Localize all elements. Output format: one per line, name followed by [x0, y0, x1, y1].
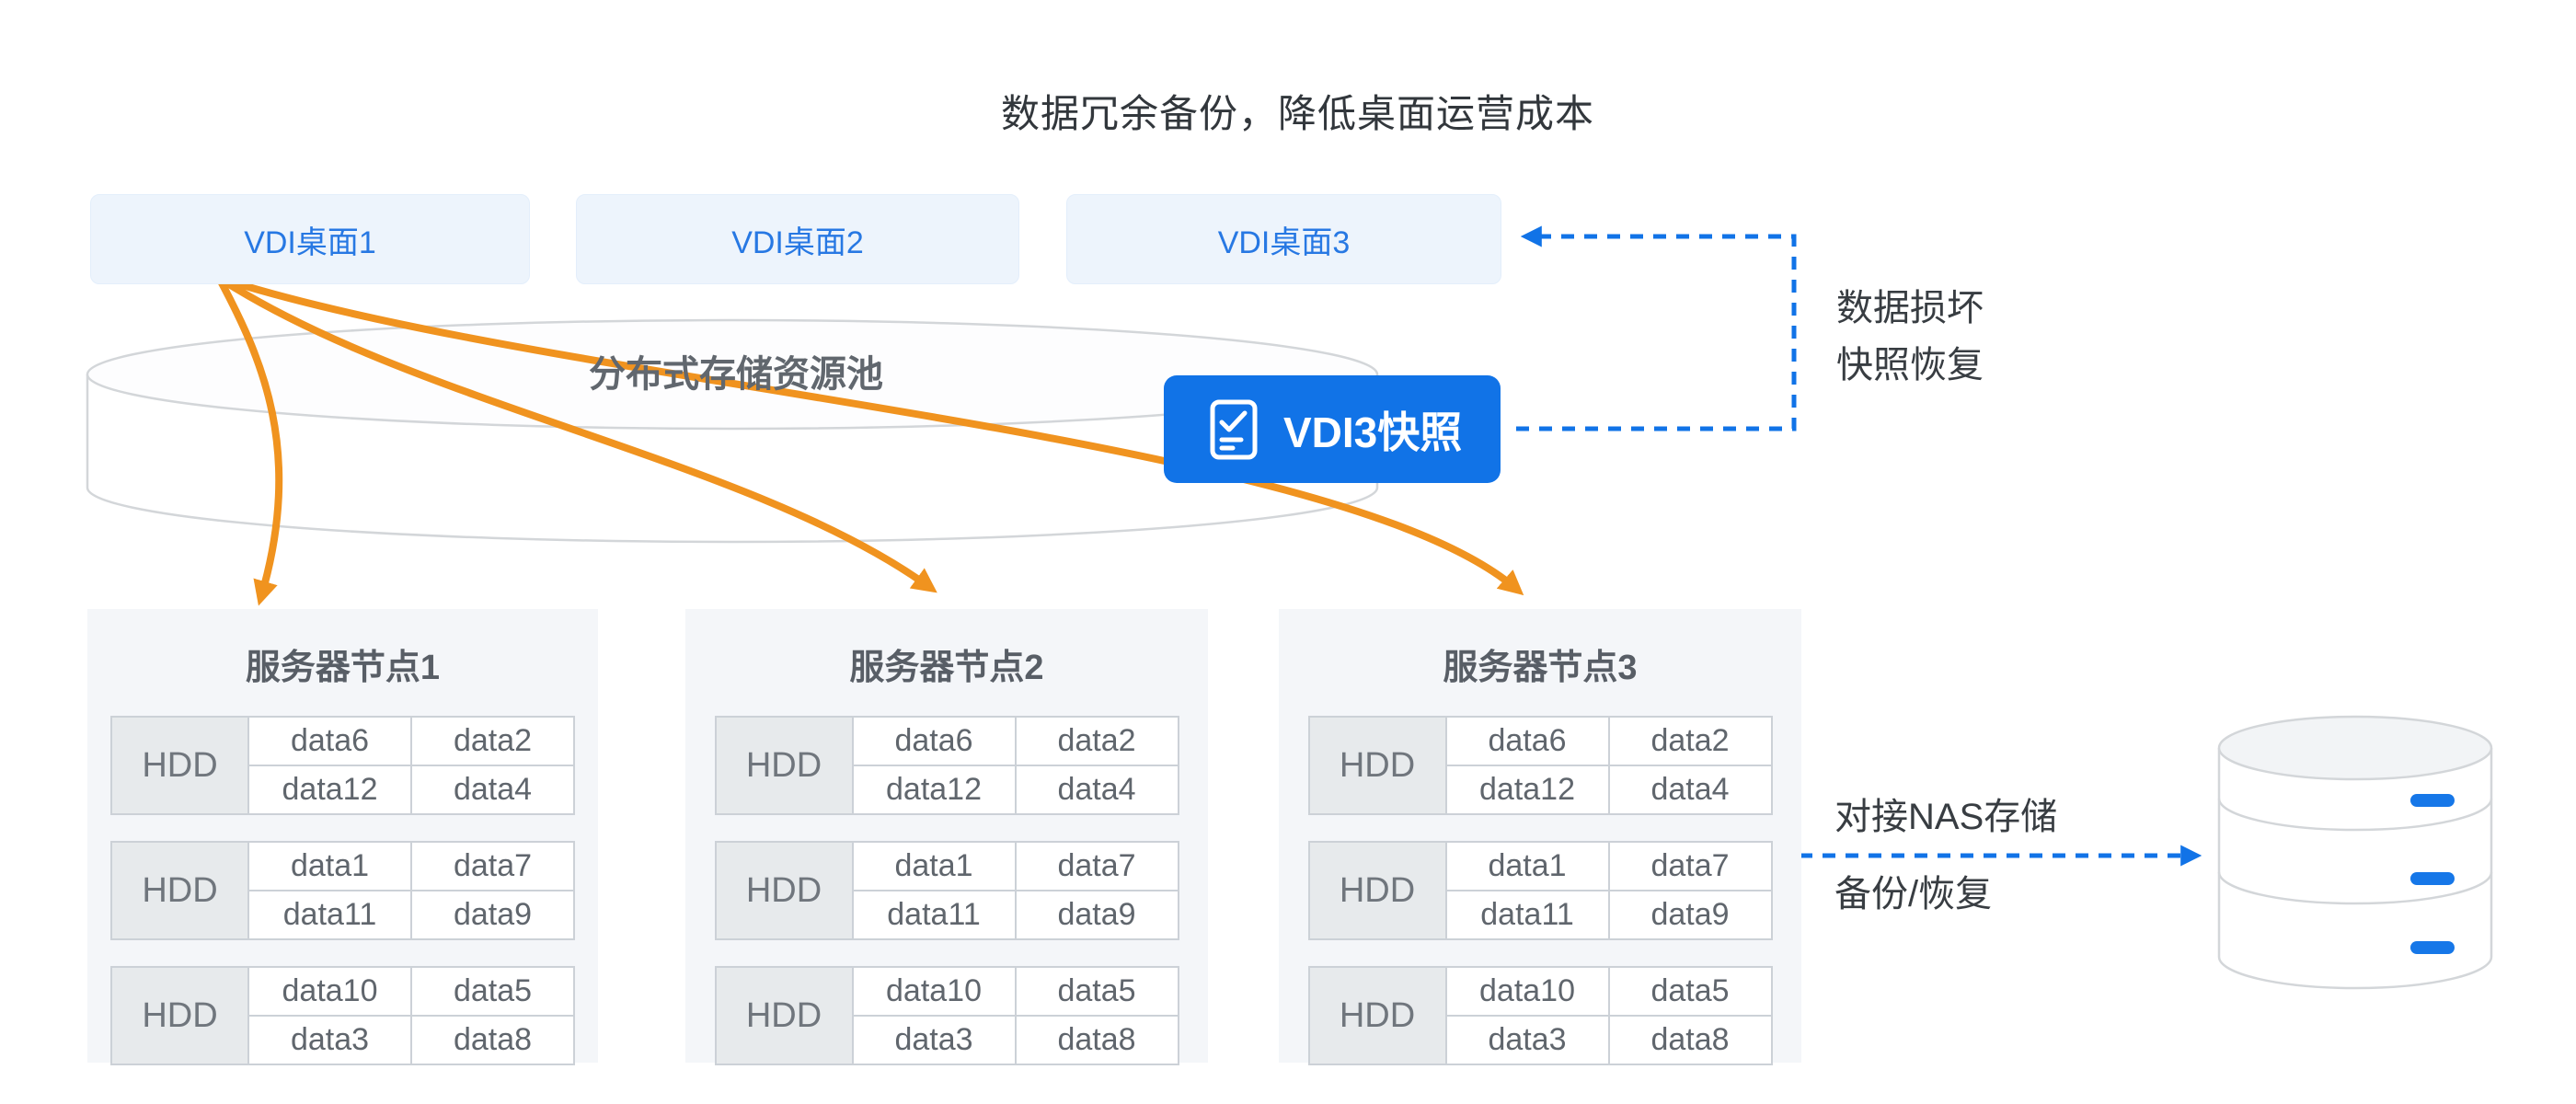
data-block: data11 — [247, 890, 412, 940]
data-block: data6 — [851, 716, 1017, 766]
data-block: data12 — [247, 765, 412, 815]
node3-disk-table-2: HDD data1 data7 data11 data9 — [1307, 841, 1773, 940]
data-block: data3 — [1444, 1015, 1610, 1065]
node3-disk-table-1: HDD data6 data2 data12 data4 — [1307, 716, 1773, 815]
nas-led-3 — [2410, 941, 2455, 954]
data-block: data3 — [247, 1015, 412, 1065]
data-block: data2 — [1607, 716, 1773, 766]
data-block: data2 — [1014, 716, 1179, 766]
data-block: data6 — [1444, 716, 1610, 766]
data-distribution-arrows — [215, 274, 1524, 606]
arrow-to-node1 — [215, 274, 283, 606]
data-block: data5 — [410, 966, 575, 1017]
server-node-1-title: 服务器节点1 — [245, 649, 441, 687]
server-node-2-title: 服务器节点2 — [849, 649, 1044, 687]
data-block: data6 — [247, 716, 412, 766]
data-block: data11 — [851, 890, 1017, 940]
node1-disk-table-1: HDD data6 data2 data12 data4 — [110, 716, 575, 815]
data-block: data8 — [1607, 1015, 1773, 1065]
storage-pool-label: 分布式存储资源池 — [589, 354, 883, 395]
snapshot-annotation-line1: 数据损坏 — [1836, 288, 1984, 328]
data-block: data4 — [1014, 765, 1179, 815]
hdd-label: HDD — [110, 966, 249, 1065]
hdd-label: HDD — [110, 841, 249, 940]
data-block: data7 — [1014, 841, 1179, 891]
data-block: data9 — [1014, 890, 1179, 940]
snapshot-checklist-icon — [1210, 399, 1258, 459]
vdi-desktop-2: VDI桌面2 — [576, 194, 1019, 284]
hdd-label: HDD — [714, 966, 854, 1065]
vdi-desktop-1-label: VDI桌面1 — [244, 224, 376, 260]
server-node-3-title: 服务器节点3 — [1443, 649, 1638, 687]
storage-pool-cylinder — [86, 318, 1379, 544]
data-block: data5 — [1607, 966, 1773, 1017]
vdi-desktop-3: VDI桌面3 — [1066, 194, 1501, 284]
data-block: data4 — [1607, 765, 1773, 815]
data-block: data8 — [1014, 1015, 1179, 1065]
node2-disk-table-1: HDD data6 data2 data12 data4 — [714, 716, 1179, 815]
data-block: data2 — [410, 716, 575, 766]
page-title: 数据冗余备份，降低桌面运营成本 — [1001, 92, 1595, 135]
vdi-desktop-2-label: VDI桌面2 — [731, 224, 864, 260]
data-block: data8 — [410, 1015, 575, 1065]
nas-led-1 — [2410, 794, 2455, 807]
snapshot-restore-connector — [1516, 225, 1797, 431]
nas-storage-icon — [2217, 715, 2493, 990]
data-block: data7 — [1607, 841, 1773, 891]
node1-disk-table-2: HDD data1 data7 data11 data9 — [110, 841, 575, 940]
data-block: data7 — [410, 841, 575, 891]
data-block: data3 — [851, 1015, 1017, 1065]
arrow-to-node2 — [215, 274, 937, 593]
server-node-2-card: 服务器节点2 HDD data6 data2 data12 data4 HDD … — [685, 609, 1208, 1065]
data-block: data11 — [1444, 890, 1610, 940]
data-block: data10 — [247, 966, 412, 1017]
hdd-label: HDD — [714, 716, 854, 815]
node3-disk-table-3: HDD data10 data5 data3 data8 — [1307, 966, 1773, 1065]
data-block: data10 — [851, 966, 1017, 1017]
snapshot-button-label: VDI3快照 — [1283, 408, 1463, 456]
vdi3-snapshot-badge: VDI3快照 — [1164, 375, 1501, 483]
data-block: data12 — [851, 765, 1017, 815]
data-block: data1 — [247, 841, 412, 891]
data-block: data10 — [1444, 966, 1610, 1017]
data-block: data5 — [1014, 966, 1179, 1017]
hdd-label: HDD — [1307, 841, 1447, 940]
node2-disk-table-3: HDD data10 data5 data3 data8 — [714, 966, 1179, 1065]
data-block: data1 — [1444, 841, 1610, 891]
snapshot-annotation: 数据损坏 快照恢复 — [1836, 280, 1984, 394]
data-block: data4 — [410, 765, 575, 815]
hdd-label: HDD — [110, 716, 249, 815]
nas-annotation-line2: 备份/恢复 — [1834, 874, 1993, 914]
arrow-to-node3 — [215, 274, 1524, 596]
hdd-label: HDD — [1307, 716, 1447, 815]
server-node-3-card: 服务器节点3 HDD data6 data2 data12 data4 HDD … — [1279, 609, 1801, 1065]
node1-disk-table-3: HDD data10 data5 data3 data8 — [110, 966, 575, 1065]
hdd-label: HDD — [714, 841, 854, 940]
nas-led-2 — [2410, 872, 2455, 885]
nas-annotation-line1: 对接NAS存储 — [1834, 797, 2058, 837]
data-block: data9 — [1607, 890, 1773, 940]
vdi-desktop-1: VDI桌面1 — [90, 194, 530, 284]
node2-disk-table-2: HDD data1 data7 data11 data9 — [714, 841, 1179, 940]
hdd-label: HDD — [1307, 966, 1447, 1065]
data-block: data12 — [1444, 765, 1610, 815]
snapshot-annotation-line2: 快照恢复 — [1836, 345, 1984, 385]
vdi-desktop-3-label: VDI桌面3 — [1217, 224, 1351, 260]
server-node-1-card: 服务器节点1 HDD data6 data2 data12 data4 HDD … — [87, 609, 598, 1065]
data-block: data9 — [410, 890, 575, 940]
data-block: data1 — [851, 841, 1017, 891]
